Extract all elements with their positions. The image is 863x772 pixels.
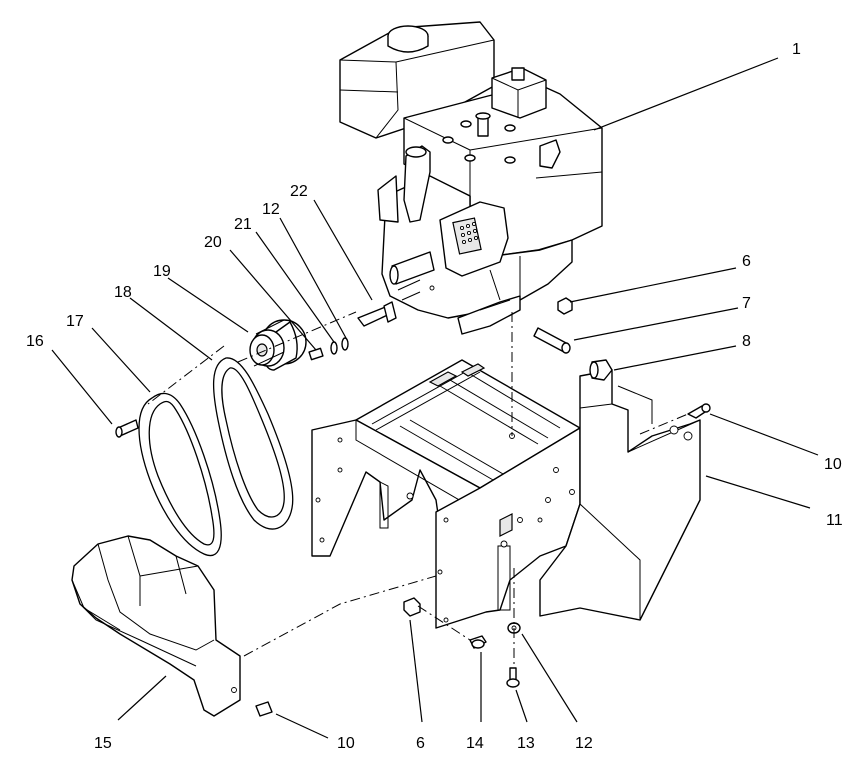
drive-belts — [138, 357, 294, 557]
callout-10-right: 10 — [824, 456, 842, 473]
belt-guard — [71, 535, 241, 717]
engine — [339, 21, 603, 335]
callout-7: 7 — [742, 295, 751, 312]
assembly-centerlines — [147, 311, 689, 668]
callout-22: 22 — [290, 183, 308, 200]
callout-17: 17 — [66, 313, 84, 330]
callout-labels: 1 6 7 8 10 11 12 12 13 14 6 10 15 16 17 … — [26, 41, 843, 752]
frame-chassis — [311, 359, 701, 629]
leader-lines — [51, 57, 819, 739]
callout-1: 1 — [792, 41, 801, 58]
callout-21: 21 — [234, 216, 252, 233]
callout-20: 20 — [204, 234, 222, 251]
callout-6-upper: 6 — [742, 253, 751, 270]
callout-18: 18 — [114, 284, 132, 301]
pulley-hardware — [308, 301, 397, 361]
callout-12-upper: 12 — [262, 201, 280, 218]
callout-14: 14 — [466, 735, 484, 752]
callout-11: 11 — [826, 512, 843, 529]
engine-pulley — [249, 319, 307, 371]
callout-10-lower: 10 — [337, 735, 355, 752]
callout-19: 19 — [153, 263, 171, 280]
callout-8: 8 — [742, 333, 751, 350]
bolt-16 — [115, 419, 139, 438]
callout-12-lower: 12 — [575, 735, 593, 752]
callout-6-lower: 6 — [416, 735, 425, 752]
hardware — [255, 297, 711, 717]
callout-16: 16 — [26, 333, 44, 350]
callout-15: 15 — [94, 735, 112, 752]
callout-13: 13 — [517, 735, 535, 752]
